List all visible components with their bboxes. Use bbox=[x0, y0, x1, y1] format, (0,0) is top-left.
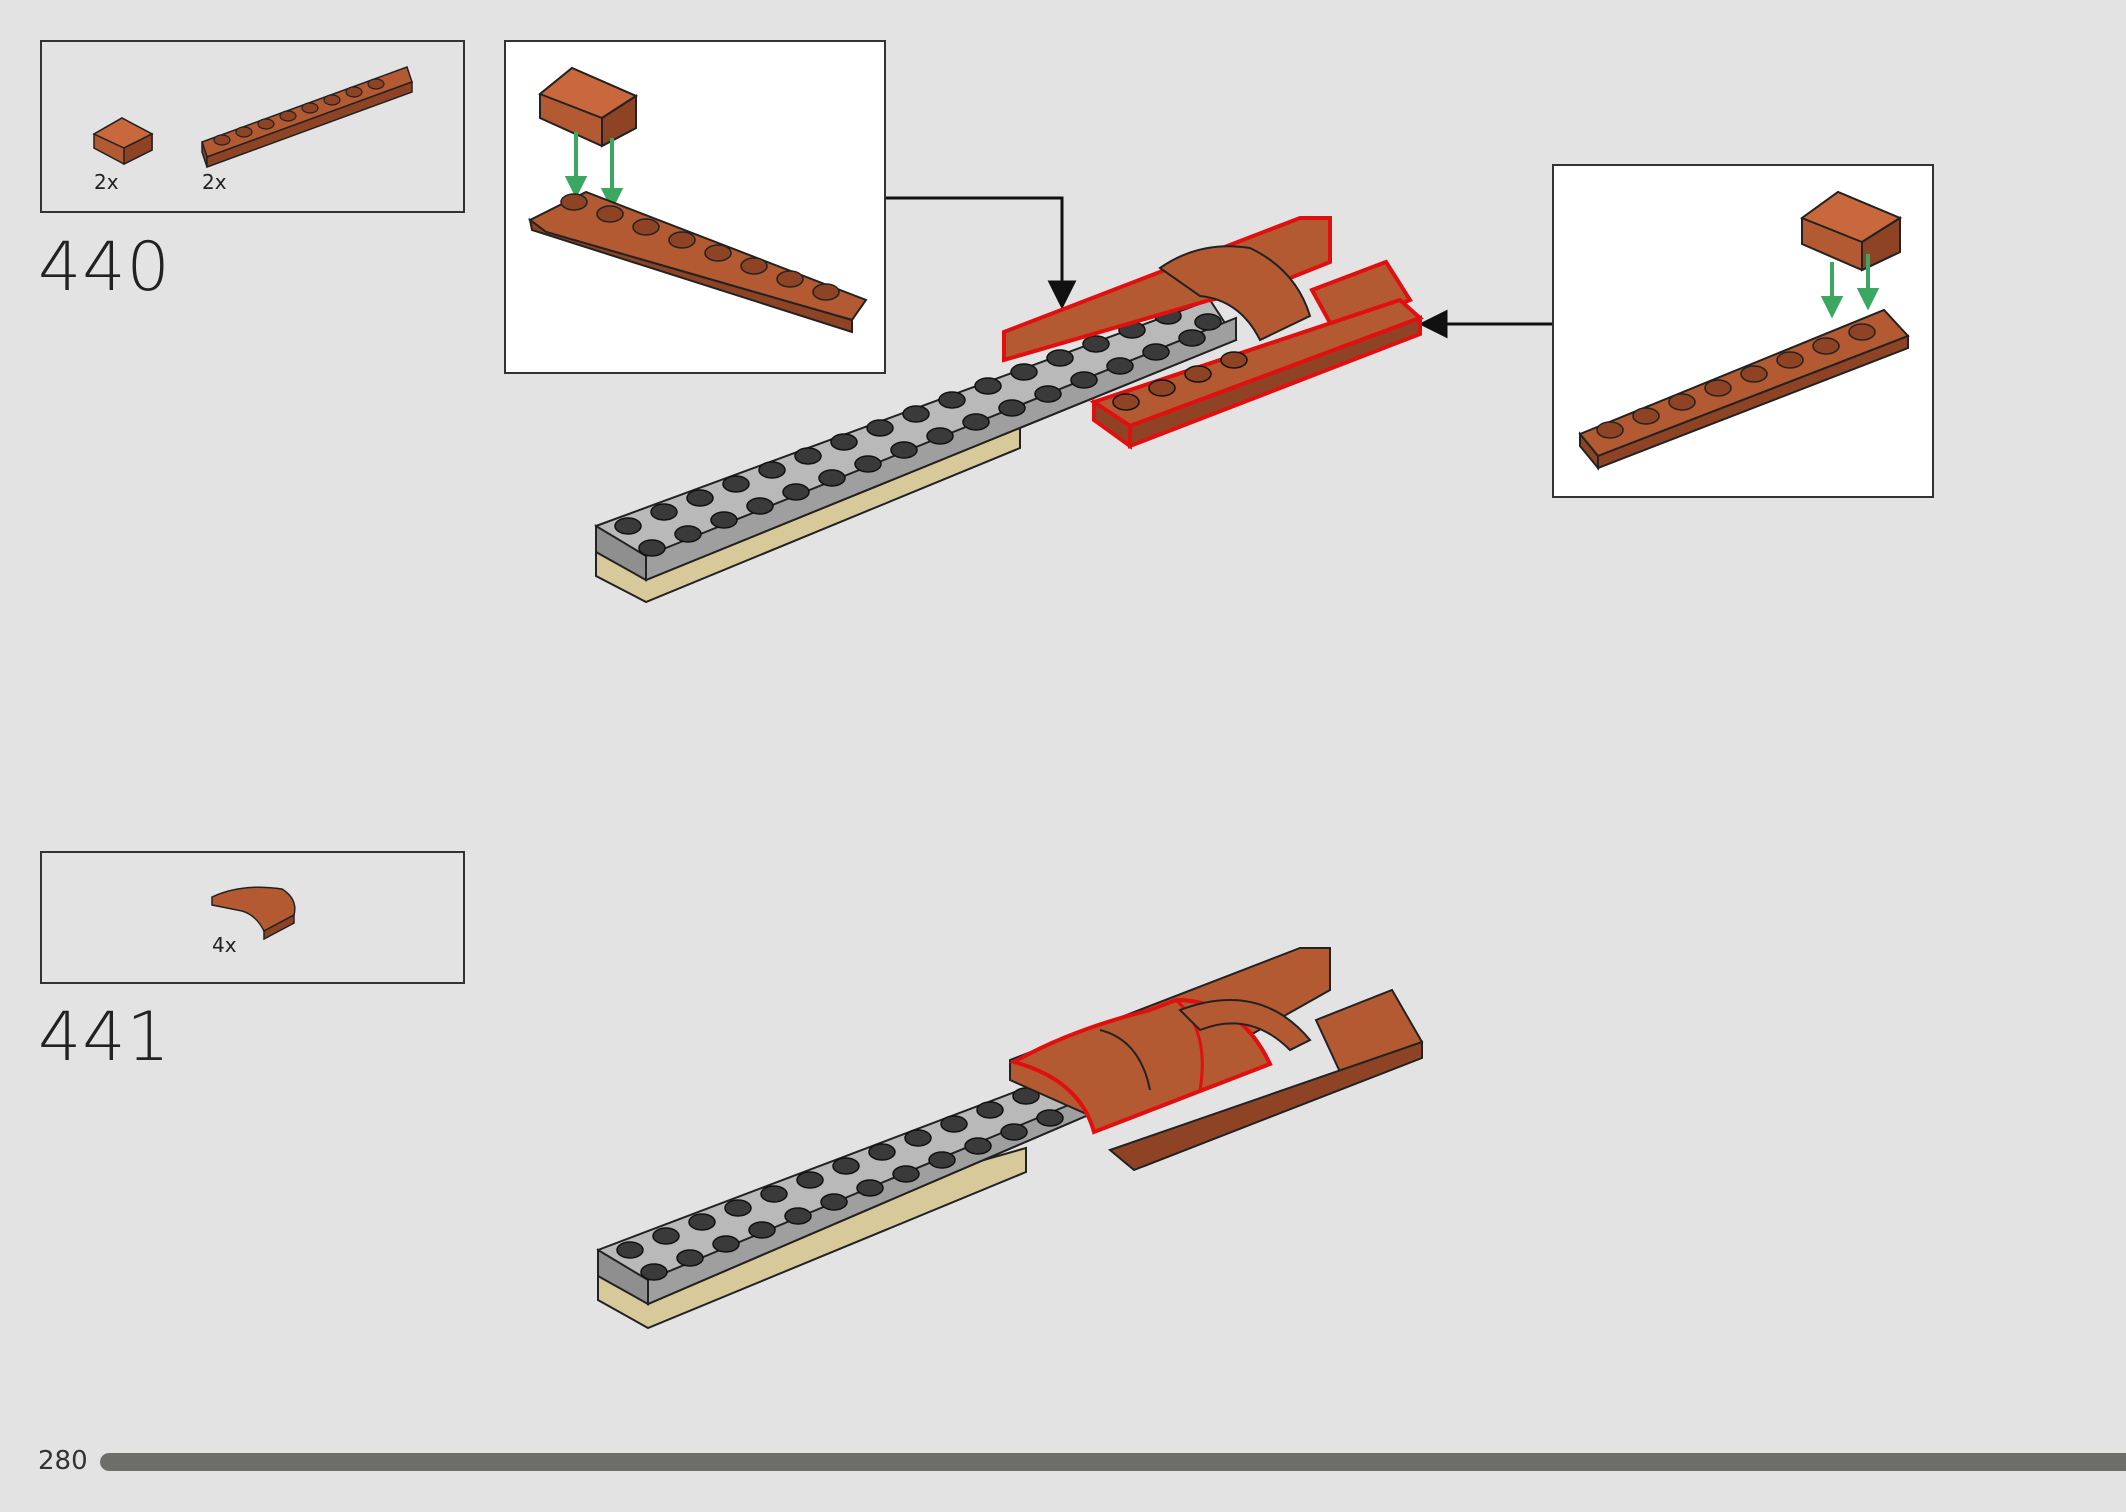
sub-assembly-callout-right bbox=[1552, 164, 1934, 498]
plate-1x8-rail-icon bbox=[528, 190, 868, 334]
progress-bar bbox=[100, 1453, 2126, 1471]
callout-connector-left bbox=[886, 196, 1077, 310]
curved-tile-icon bbox=[211, 886, 296, 941]
callout-connector-right bbox=[1418, 309, 1552, 339]
progress-fill bbox=[100, 1453, 2126, 1471]
part-qty: 2x bbox=[202, 170, 227, 194]
step-number: 441 bbox=[38, 998, 171, 1077]
sub-assembly-callout-left bbox=[504, 40, 886, 374]
down-arrow-icon bbox=[564, 132, 624, 211]
part-qty: 2x bbox=[94, 170, 119, 194]
part-qty: 4x bbox=[212, 933, 237, 957]
parts-list-step-440: 2x 2x bbox=[40, 40, 465, 213]
slope-piece-icon bbox=[538, 66, 639, 148]
slope-piece-icon bbox=[1799, 190, 1903, 272]
down-arrow-icon bbox=[1820, 254, 1880, 319]
plate-1x8-rail-icon bbox=[1578, 308, 1910, 471]
assembly-step-441 bbox=[596, 947, 1424, 1330]
plate-1x8-rail-icon bbox=[201, 66, 413, 169]
slope-piece-icon bbox=[92, 117, 154, 166]
parts-list-step-441: 4x bbox=[40, 851, 465, 984]
step-number: 440 bbox=[38, 228, 171, 307]
assembly-step-440 bbox=[594, 216, 1424, 604]
page-number: 280 bbox=[38, 1446, 88, 1476]
